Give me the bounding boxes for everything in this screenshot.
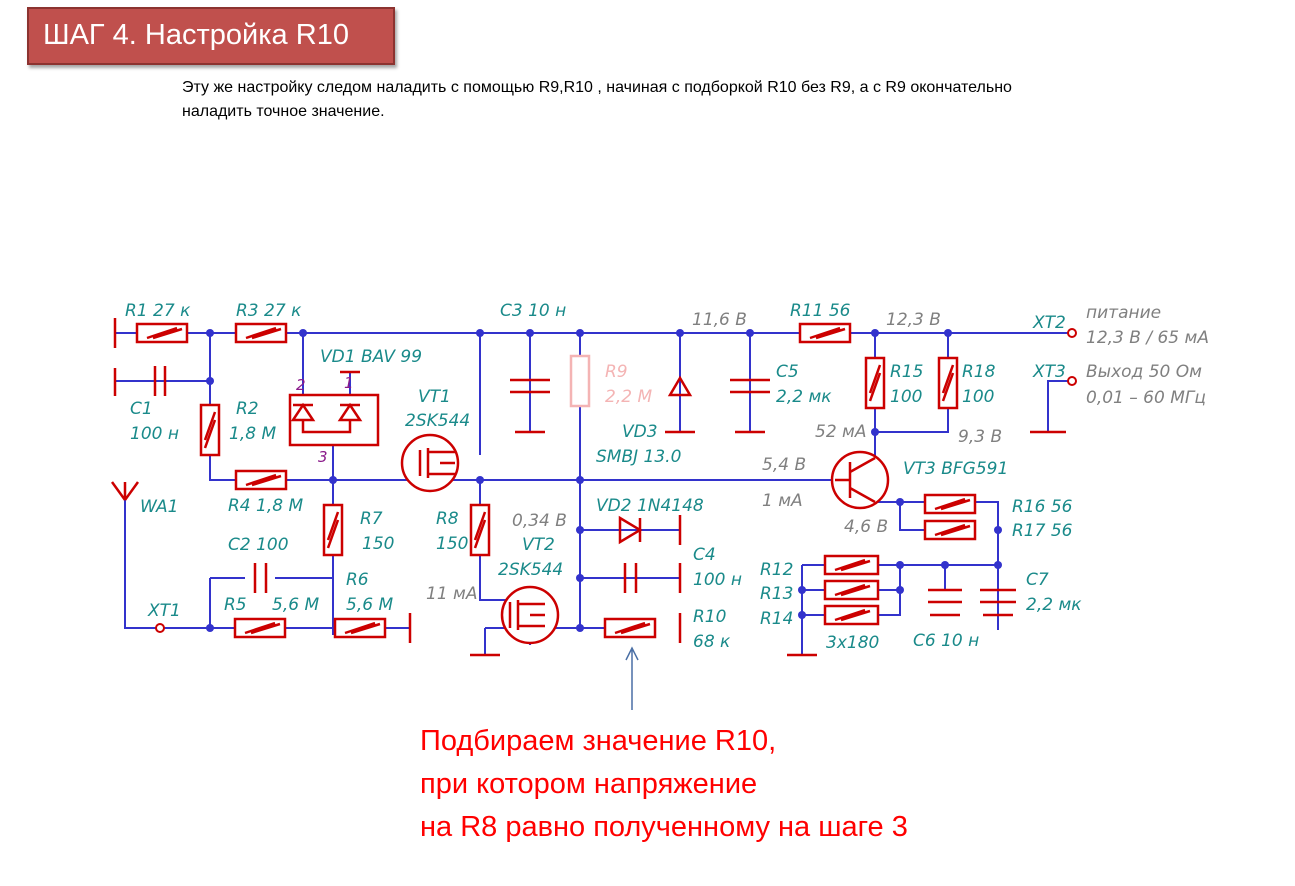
label-r15-value: 100 xyxy=(890,387,922,407)
label-current-1: 1 мА xyxy=(762,491,803,511)
callout-note: Подбираем значение R10, при котором напр… xyxy=(420,720,908,849)
label-c1: C1 xyxy=(130,399,153,419)
junction-dots xyxy=(206,329,1002,632)
label-c5: C5 xyxy=(776,362,799,382)
label-vt2-model: 2SK544 xyxy=(498,560,563,580)
label-r18: R18 xyxy=(962,362,996,382)
label-r11: R11 56 xyxy=(790,301,851,321)
label-c7-value: 2,2 мк xyxy=(1026,595,1082,615)
label-xt1: XT1 xyxy=(147,601,181,621)
label-vt3: VT3 BFG591 xyxy=(903,459,1008,479)
label-vd2: VD2 1N4148 xyxy=(596,496,704,516)
label-vd3: VD3 xyxy=(622,422,658,442)
label-r1: R1 27 к xyxy=(125,301,191,321)
label-vd3-model: SMBJ 13.0 xyxy=(596,447,681,467)
label-vd1-pin3: 3 xyxy=(318,448,328,466)
label-r3: R3 27 к xyxy=(236,301,302,321)
label-r10-value: 68 к xyxy=(693,632,731,652)
label-c6: C6 10 н xyxy=(913,631,979,651)
label-xt3: XT3 xyxy=(1032,362,1066,382)
label-wa1: WA1 xyxy=(140,497,178,517)
step-title-banner: ШАГ 4. Настройка R10 xyxy=(27,7,395,65)
label-r10: R10 xyxy=(693,607,726,627)
instruction-text: Эту же настройку следом наладить с помощ… xyxy=(182,79,1012,120)
label-voltage-54: 5,4 В xyxy=(762,455,806,475)
label-r18-value: 100 xyxy=(962,387,994,407)
label-current-11: 11 мА xyxy=(426,584,478,604)
label-output-1: Выход 50 Ом xyxy=(1086,362,1202,382)
terminals xyxy=(155,328,1077,633)
label-r5-value: 5,6 М xyxy=(272,595,319,615)
step-title: ШАГ 4. Настройка R10 xyxy=(43,19,349,51)
label-current-52: 52 мА xyxy=(815,422,867,442)
label-voltage-123: 12,3 В xyxy=(886,310,941,330)
label-vt1-model: 2SK544 xyxy=(405,411,470,431)
pointer-arrow xyxy=(625,646,639,710)
label-vt2: VT2 xyxy=(522,535,555,555)
label-vd1-pin2: 2 xyxy=(296,376,306,394)
label-power-1: питание xyxy=(1086,303,1161,323)
label-c1-value: 100 н xyxy=(130,424,179,444)
label-r9: R9 xyxy=(605,362,628,382)
label-c5-value: 2,2 мк xyxy=(776,387,832,407)
label-r5: R5 xyxy=(224,595,247,615)
components xyxy=(110,318,1066,657)
label-r7: R7 xyxy=(360,509,383,529)
label-r4: R4 1,8 М xyxy=(228,496,303,516)
label-r2-value: 1,8 М xyxy=(229,424,276,444)
callout-line-3: на R8 равно полученному на шаге 3 xyxy=(420,811,908,843)
label-r6-value: 5,6 М xyxy=(346,595,393,615)
label-r14: R14 xyxy=(760,609,793,629)
label-voltage-46: 4,6 В xyxy=(844,517,888,537)
callout-line-1: Подбираем значение R10, xyxy=(420,725,777,757)
label-r17: R17 56 xyxy=(1012,521,1073,541)
label-voltage-034: 0,34 В xyxy=(512,511,567,531)
label-c7: C7 xyxy=(1026,570,1049,590)
label-r12: R12 xyxy=(760,560,793,580)
label-vd1: VD1 BAV 99 xyxy=(320,347,422,367)
label-r12-r14-value: 3х180 xyxy=(826,633,879,653)
label-vd1-pin1: 1 xyxy=(344,374,354,392)
label-r13: R13 xyxy=(760,584,793,604)
label-r6: R6 xyxy=(346,570,369,590)
label-r15: R15 xyxy=(890,362,923,382)
label-r7-value: 150 xyxy=(362,534,394,554)
label-r16: R16 56 xyxy=(1012,497,1073,517)
label-r8: R8 xyxy=(436,509,459,529)
label-power-2: 12,3 В / 65 мА xyxy=(1086,328,1209,348)
label-r8-value: 150 xyxy=(436,534,468,554)
label-c3: C3 10 н xyxy=(500,301,566,321)
label-c4-value: 100 н xyxy=(693,570,742,590)
label-r9-value: 2,2 М xyxy=(605,387,652,407)
label-voltage-116: 11,6 В xyxy=(692,310,747,330)
label-xt2: XT2 xyxy=(1032,313,1066,333)
label-voltage-93: 9,3 В xyxy=(958,427,1002,447)
label-c4: C4 xyxy=(693,545,716,565)
label-output-2: 0,01 – 60 МГц xyxy=(1086,388,1206,408)
label-c2: C2 100 xyxy=(228,535,289,555)
callout-line-2: при котором напряжение xyxy=(420,768,758,800)
label-r2: R2 xyxy=(236,399,259,419)
label-vt1: VT1 xyxy=(418,387,451,407)
